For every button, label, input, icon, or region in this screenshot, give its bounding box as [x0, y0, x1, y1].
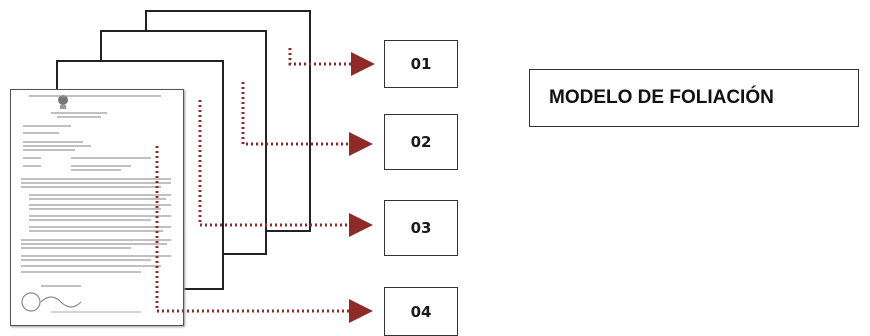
folio-box-01: 01 — [384, 40, 458, 88]
connector-folio-01 — [288, 48, 375, 76]
connector-folio-04 — [155, 146, 373, 323]
document-text-illustration — [21, 95, 171, 313]
folio-box-02: 02 — [384, 114, 458, 170]
folio-box-03: 03 — [384, 200, 458, 256]
folio-label-01: 01 — [410, 55, 432, 73]
folio-label-04: 04 — [410, 302, 432, 321]
connector-folio-03 — [198, 100, 373, 237]
connector-folio-02 — [241, 82, 373, 156]
folio-label-02: 02 — [410, 133, 432, 151]
folio-label-03: 03 — [410, 219, 432, 237]
seal-stamp-icon — [21, 292, 141, 313]
crest-icon — [58, 95, 68, 109]
folio-box-04: 04 — [384, 287, 458, 336]
title-box: MODELO DE FOLIACIÓN — [529, 69, 859, 127]
front-document-sheet — [10, 89, 184, 326]
diagram-title: MODELO DE FOLIACIÓN — [549, 87, 774, 108]
